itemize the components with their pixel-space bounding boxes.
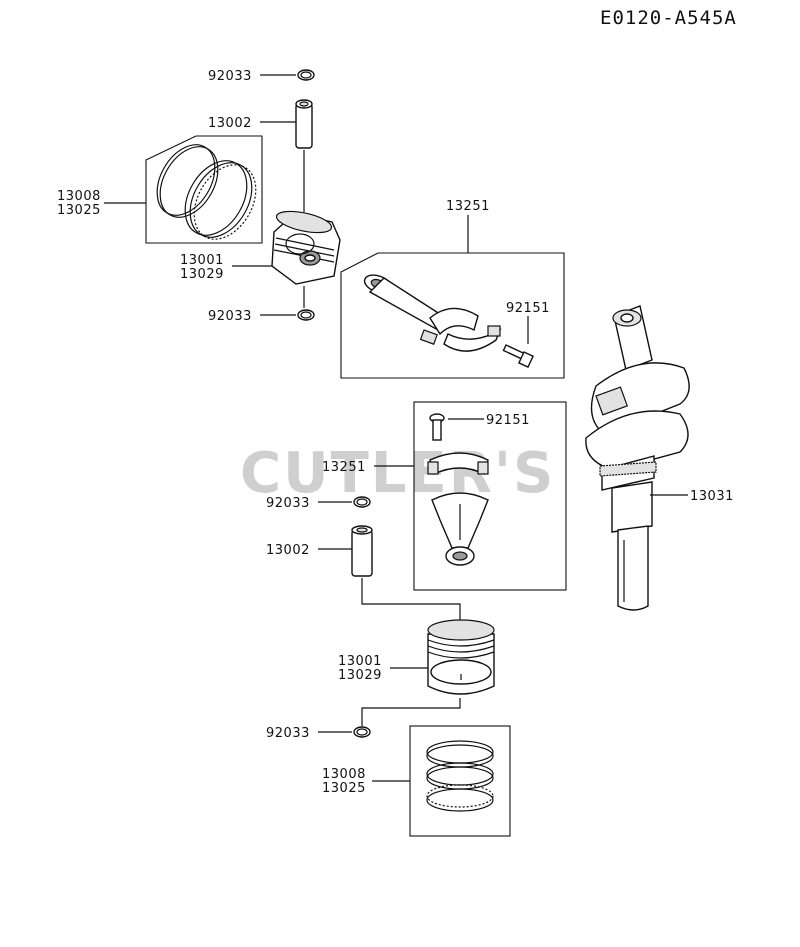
piston-ring-set-icon[interactable] bbox=[145, 135, 268, 251]
label-bot-rings-13025[interactable]: 13025 bbox=[322, 781, 366, 796]
label-top-pin-13002[interactable]: 13002 bbox=[208, 116, 252, 131]
circlip-icon[interactable] bbox=[353, 726, 371, 738]
label-top-rings-13025[interactable]: 13025 bbox=[57, 203, 101, 218]
piston-pin-icon[interactable] bbox=[351, 525, 373, 577]
piston-icon[interactable] bbox=[427, 619, 495, 695]
label-bot-pin-13002[interactable]: 13002 bbox=[266, 543, 310, 558]
piston-ring-set-icon[interactable] bbox=[426, 740, 494, 812]
connecting-rod-icon[interactable] bbox=[427, 452, 489, 566]
label-bot-ring-92033[interactable]: 92033 bbox=[266, 496, 310, 511]
circlip-icon[interactable] bbox=[353, 496, 371, 508]
label-top-ring-92033[interactable]: 92033 bbox=[208, 69, 252, 84]
label-bot-piston-13001[interactable]: 13001 bbox=[338, 654, 382, 669]
label-bot-piston-13029[interactable]: 13029 bbox=[338, 668, 382, 683]
label-bot-lower-ring-92033[interactable]: 92033 bbox=[266, 726, 310, 741]
connecting-rod-icon[interactable] bbox=[362, 272, 502, 352]
watermark: CUTLER'S bbox=[240, 441, 555, 506]
bolt-icon[interactable] bbox=[429, 413, 445, 441]
label-top-rings-13008[interactable]: 13008 bbox=[57, 189, 101, 204]
label-bot-rings-13008[interactable]: 13008 bbox=[322, 767, 366, 782]
label-top-rod-13251[interactable]: 13251 bbox=[446, 199, 490, 214]
label-top-lower-ring-92033[interactable]: 92033 bbox=[208, 309, 252, 324]
label-top-piston-13001[interactable]: 13001 bbox=[180, 253, 224, 268]
diagram-code: E0120-A545A bbox=[600, 7, 737, 29]
circlip-icon[interactable] bbox=[297, 309, 315, 321]
piston-icon[interactable] bbox=[271, 207, 341, 285]
bolt-icon[interactable] bbox=[502, 344, 534, 369]
label-crank-13031[interactable]: 13031 bbox=[690, 489, 734, 504]
crankshaft-icon[interactable] bbox=[585, 305, 690, 611]
label-bot-rod-13251[interactable]: 13251 bbox=[322, 460, 366, 475]
label-bot-bolt-92151[interactable]: 92151 bbox=[486, 413, 530, 428]
label-top-bolt-92151[interactable]: 92151 bbox=[506, 301, 550, 316]
label-top-piston-13029[interactable]: 13029 bbox=[180, 267, 224, 282]
circlip-icon[interactable] bbox=[297, 69, 315, 81]
piston-pin-icon[interactable] bbox=[295, 99, 313, 149]
